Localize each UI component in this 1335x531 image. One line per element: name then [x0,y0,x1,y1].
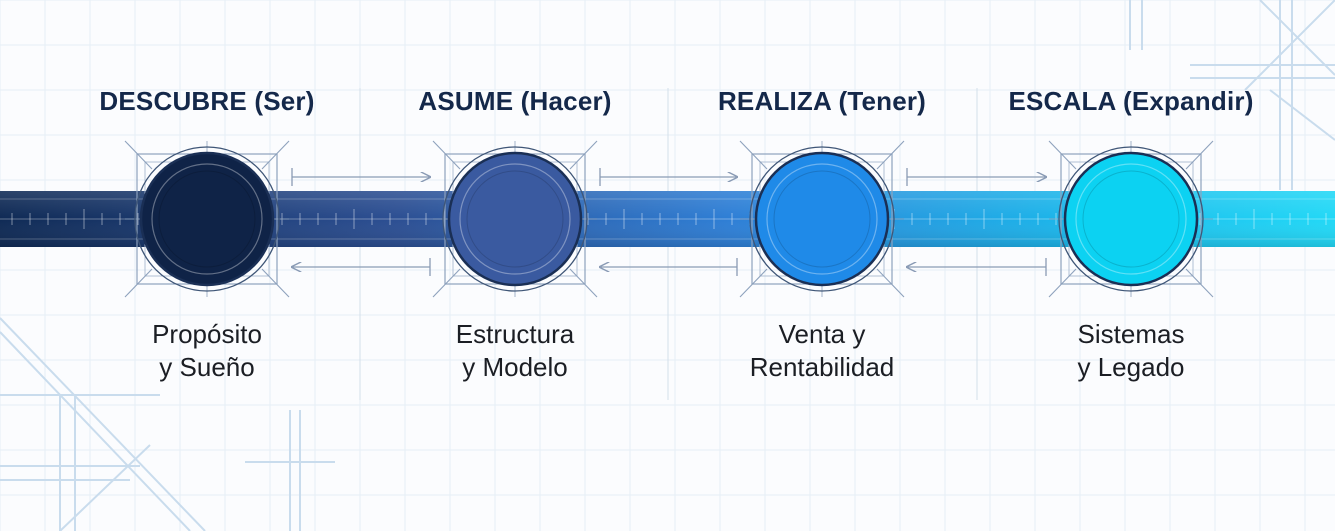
structure-sketch-left [0,317,335,531]
stage-title: REALIZA (Tener) [717,86,927,116]
stage-description-line: y Sueño [159,352,255,382]
stage-description-line: Propósito [152,319,262,349]
stage-nodes [124,140,1214,298]
arrow-right-icon [291,168,430,186]
arrow-right-icon [599,168,737,186]
circle-node-icon [432,140,598,298]
structure-sketch-right [1129,0,1335,190]
circle-node-icon [124,140,290,298]
stage-title: ASUME (Hacer) [418,86,612,116]
stage-title: DESCUBRE (Ser) [99,86,315,116]
arrow-left-icon [600,258,738,276]
stage-description-line: y Modelo [462,352,568,382]
circle-node-icon [739,140,905,298]
arrow-left-icon [907,258,1047,276]
arrow-left-icon [292,258,431,276]
arrow-right-icon [906,168,1046,186]
stage-description-line: y Legado [1077,352,1185,382]
stage-description-line: Venta y [778,319,866,349]
stage-title: ESCALA (Expandir) [1008,86,1254,116]
stage-description-line: Estructura [455,319,575,349]
connectors [292,168,1046,276]
stage-description-line: Sistemas [1077,319,1185,349]
circle-node-icon [1048,140,1214,298]
stage-description-line: Rentabilidad [749,352,895,382]
